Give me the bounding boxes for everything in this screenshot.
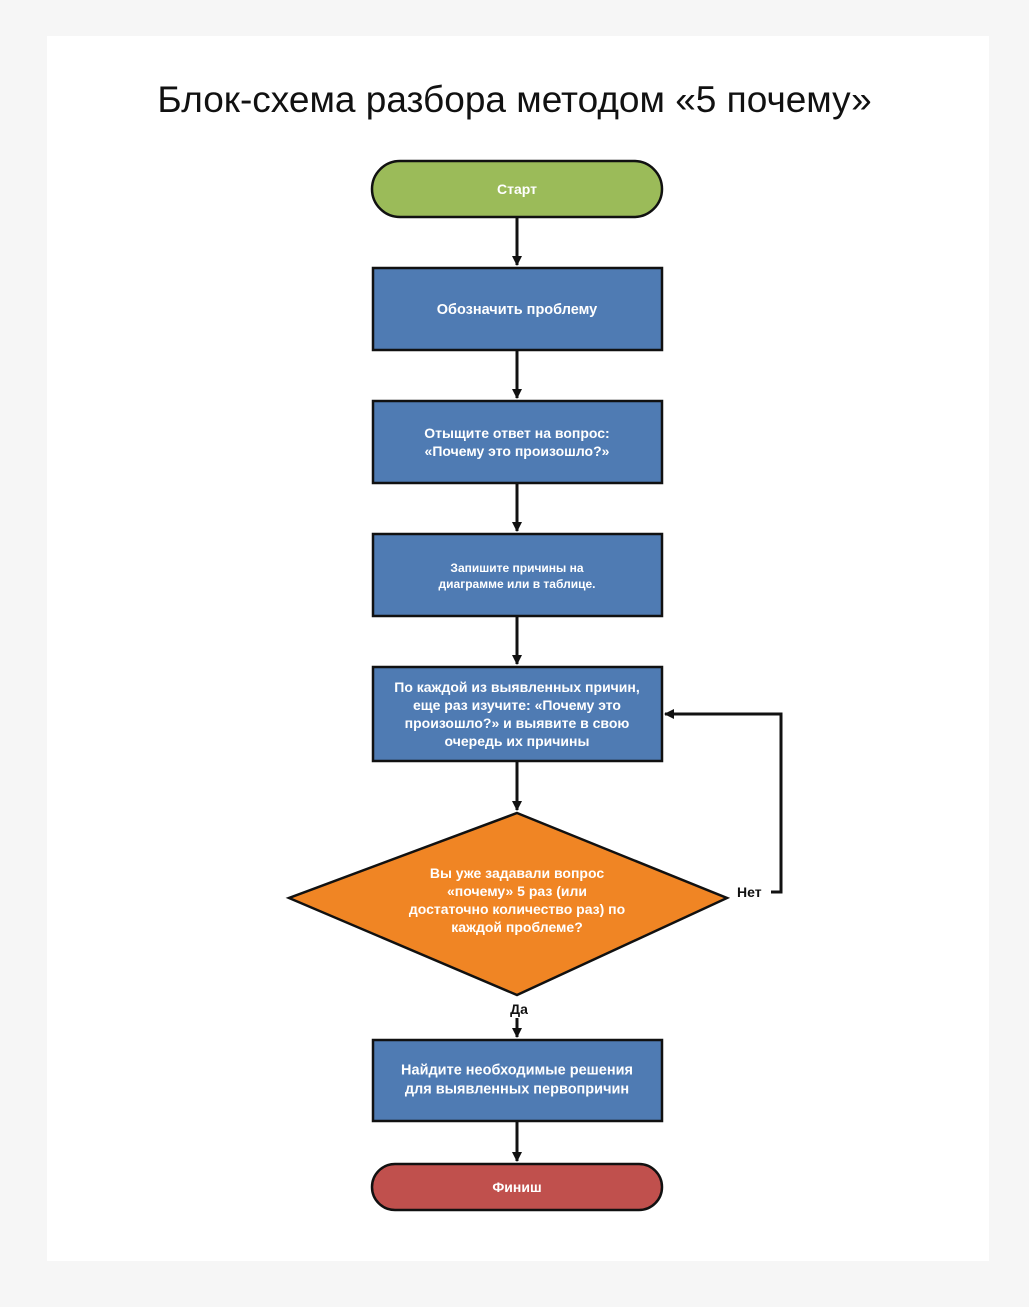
edge-decision-no-loop bbox=[664, 709, 783, 894]
finish-shape bbox=[370, 1162, 664, 1212]
define-problem-label: Обозначить проблему bbox=[437, 302, 598, 318]
node-label-line: для выявленных первопричин bbox=[405, 1082, 629, 1098]
node-label-line: По каждой из выявленных причин, bbox=[394, 679, 640, 695]
node-label-line: Найдите необходимые решения bbox=[401, 1063, 633, 1079]
node-label-line: диаграмме или в таблице. bbox=[439, 577, 596, 591]
node-label-line: очередь их причины bbox=[445, 733, 590, 749]
define-problem-node: Обозначить проблему bbox=[371, 266, 664, 352]
node-label-line: Отыщите ответ на вопрос: bbox=[424, 425, 609, 441]
find-solutions-node: Найдите необходимые решения для выявленны… bbox=[371, 1038, 664, 1123]
node-label-line: «почему» 5 раз (или bbox=[447, 883, 587, 899]
no-branch-label: Нет bbox=[737, 884, 762, 900]
node-label-line: Запишите причины на bbox=[450, 561, 583, 575]
node-label-line: «Почему это произошло?» bbox=[425, 443, 610, 459]
node-label-line: достаточно количество раз) по bbox=[409, 901, 625, 917]
decision-shape bbox=[285, 811, 731, 997]
write-causes-node: Запишите причины на диаграмме или в табли… bbox=[371, 532, 664, 618]
find-answer-label: Отыщите ответ на вопрос: «Почему это прои… bbox=[424, 425, 609, 459]
examine-each-shape bbox=[371, 665, 664, 763]
find-solutions-shape bbox=[371, 1038, 664, 1123]
find-answer-node: Отыщите ответ на вопрос: «Почему это прои… bbox=[371, 399, 664, 485]
node-label-line: еще раз изучите: «Почему это bbox=[413, 697, 621, 713]
finish-node: Финиш bbox=[370, 1162, 664, 1212]
node-label-line: произошло?» и выявите в свою bbox=[405, 715, 630, 731]
find-answer-shape bbox=[371, 399, 664, 485]
examine-each-node: По каждой из выявленных причин, еще раз и… bbox=[371, 665, 664, 763]
yes-branch-label: Да bbox=[510, 1001, 528, 1017]
decision-node: Вы уже задавали вопрос «почему» 5 раз (ил… bbox=[285, 811, 731, 997]
find-solutions-label: Найдите необходимые решения для выявленны… bbox=[401, 1063, 633, 1098]
write-causes-label: Запишите причины на диаграмме или в табли… bbox=[439, 561, 596, 591]
node-label-line: Вы уже задавали вопрос bbox=[430, 865, 605, 881]
connectors bbox=[512, 217, 783, 1162]
define-problem-shape bbox=[371, 266, 664, 352]
start-shape bbox=[370, 159, 664, 219]
examine-each-label: По каждой из выявленных причин, еще раз и… bbox=[394, 679, 640, 749]
node-label-line: Обозначить проблему bbox=[437, 302, 598, 318]
decision-label: Вы уже задавали вопрос «почему» 5 раз (ил… bbox=[409, 865, 625, 935]
page-title: Блок-схема разбора методом «5 почему» bbox=[157, 79, 872, 120]
finish-label: Финиш bbox=[492, 1179, 541, 1195]
write-causes-shape bbox=[371, 532, 664, 618]
node-label-line: каждой проблеме? bbox=[451, 919, 583, 935]
start-node: Старт bbox=[370, 159, 664, 219]
node-label-line: Старт bbox=[497, 181, 537, 197]
start-label: Старт bbox=[497, 181, 537, 197]
node-label-line: Финиш bbox=[492, 1179, 541, 1195]
